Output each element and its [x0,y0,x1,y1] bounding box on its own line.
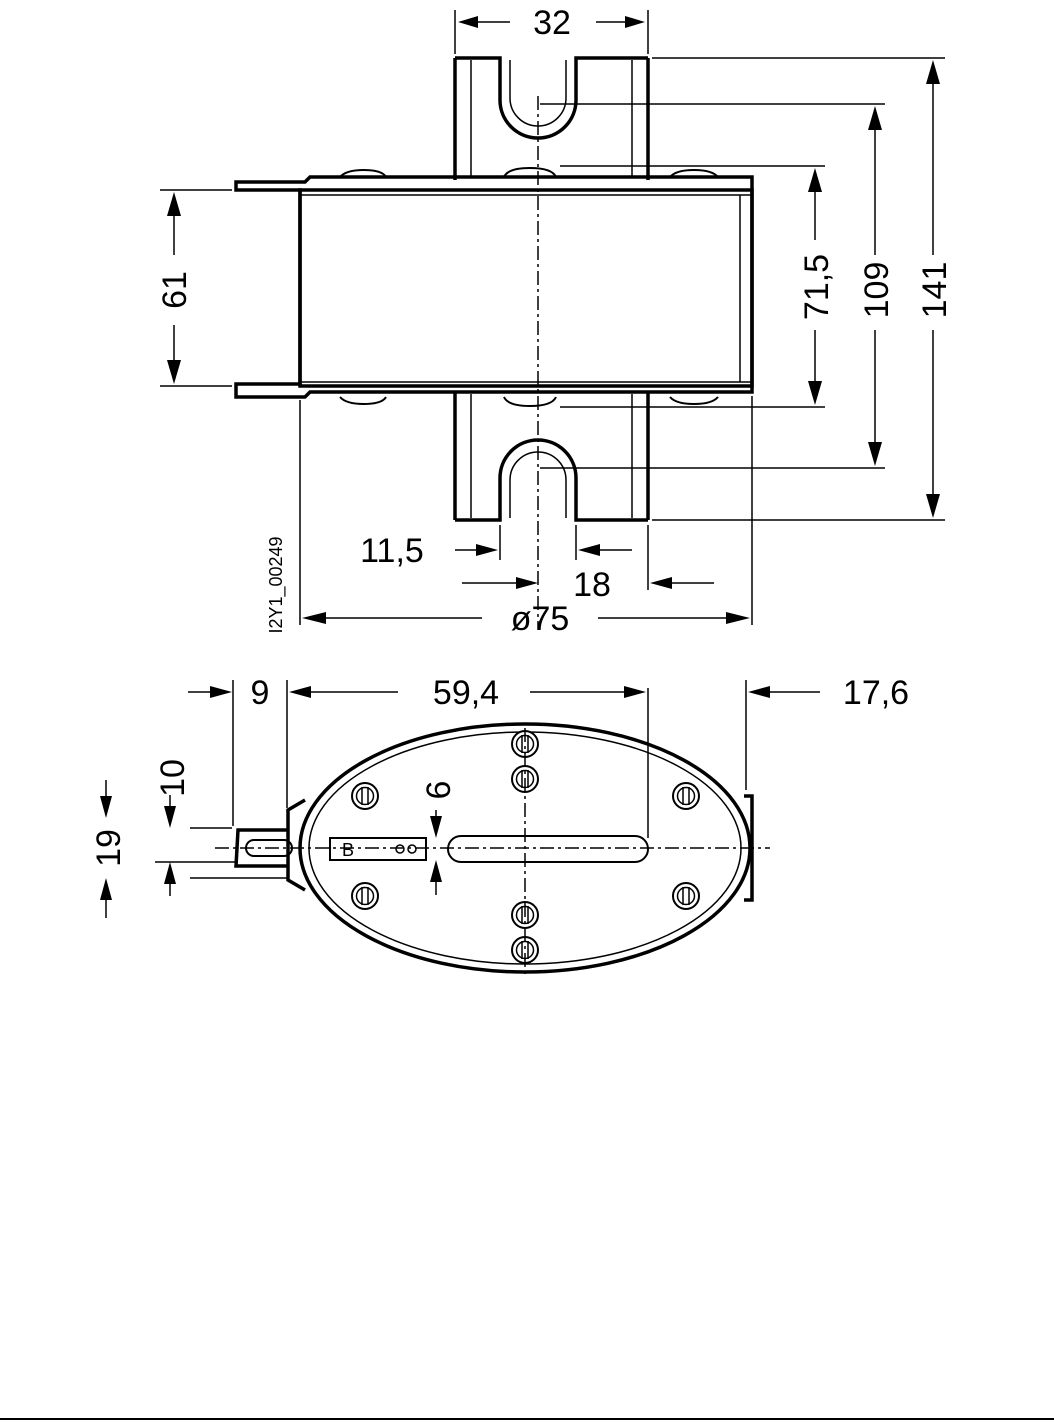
top-view: B 9 59 [90,674,909,975]
dimension-109: 109 [858,106,896,466]
dimension-10: 10 [154,759,192,896]
extension-lines [160,10,945,625]
dim-71-5-label: 71,5 [798,254,836,320]
page-bottom-rule [0,1418,1054,1420]
dim-141-label: 141 [916,262,954,319]
dimension-9: 9 [188,674,311,712]
dim-19-label: 19 [90,829,128,867]
dim-109-label: 109 [858,262,896,319]
dimension-141: 141 [916,60,954,518]
dim-59-4-label: 59,4 [433,674,499,712]
dimension-18: 18 [462,566,714,604]
fuse-body [234,166,754,408]
dimension-61: 61 [156,192,194,384]
side-view: 32 141 109 71,5 [156,4,954,638]
dim-6-label: 6 [420,781,458,800]
screw-icon [351,882,379,910]
bottom-contact-blade [453,392,650,522]
screw-icon [351,782,379,810]
dim-9-label: 9 [251,674,270,712]
dim-75-label: ø75 [511,600,570,638]
dimension-diameter-75: ø75 [302,600,750,638]
dimension-32: 32 [458,4,645,42]
dimension-6: 6 [420,781,458,895]
dimension-71-5: 71,5 [798,168,836,405]
top-contact-blade [453,56,650,180]
dim-10-label: 10 [154,759,192,797]
dim-18-label: 18 [573,566,611,604]
dim-17-6-label: 17,6 [843,674,909,712]
svg-text:B: B [342,840,354,860]
drawing-code-label: I2Y1_00249 [266,536,287,633]
dim-61-label: 61 [156,271,194,309]
dimension-19: 19 [90,780,128,918]
dimension-17-6: 17,6 [748,674,909,712]
dimension-11-5: 11,5 [360,532,632,570]
dimension-59-4: 59,4 [309,674,646,712]
screw-icon [672,882,700,910]
dim-11-5-label: 11,5 [360,532,424,570]
screw-icon [672,782,700,810]
dim-32-label: 32 [533,4,571,42]
